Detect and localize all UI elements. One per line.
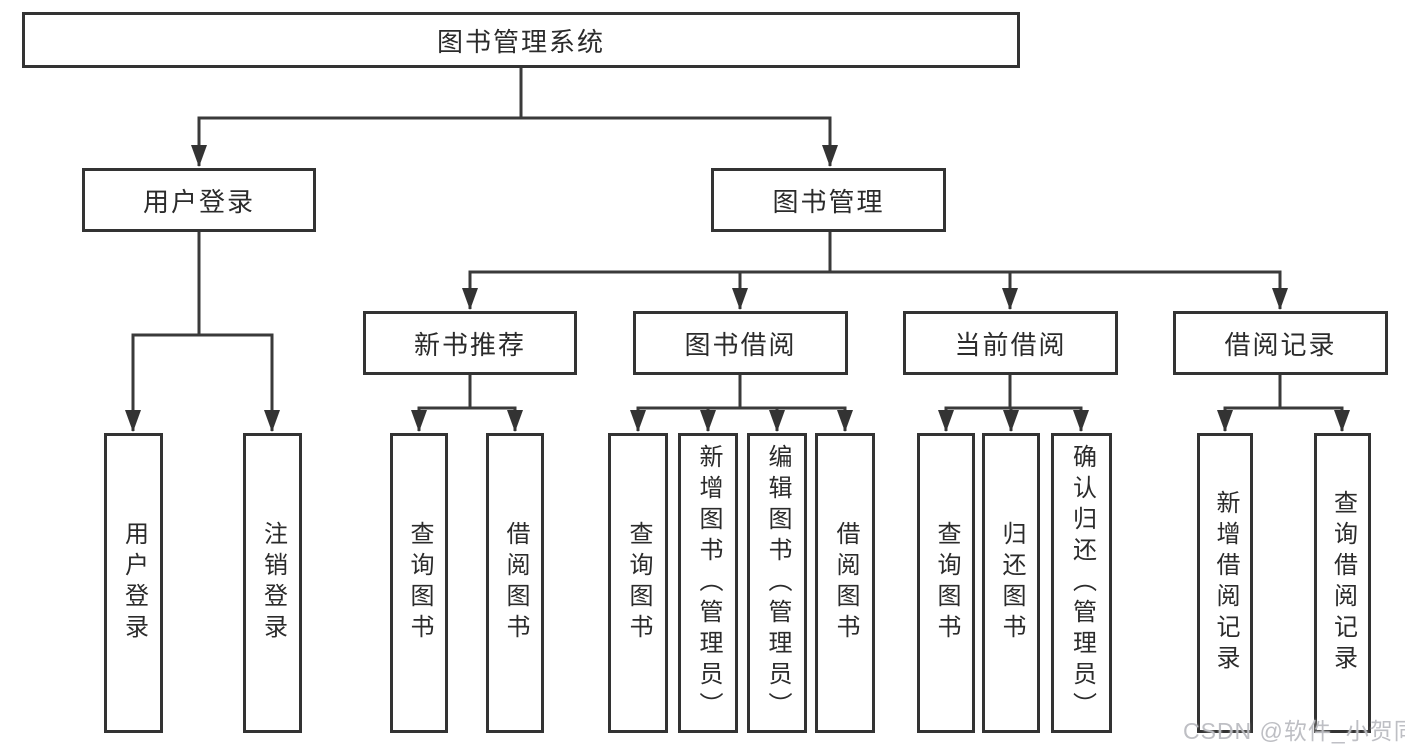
leaf-label: 查询借阅记录	[1329, 490, 1357, 676]
leaf-add-books-admin: 新增图书（管理员）	[678, 433, 738, 733]
leaf-borrow-books: 借阅图书	[815, 433, 875, 733]
node-label: 用户登录	[142, 186, 255, 217]
leaf-label: 新增借阅记录	[1212, 490, 1239, 676]
leaf-query-borrow-record: 查询借阅记录	[1314, 433, 1371, 733]
leaf-query-books-current: 查询图书	[917, 433, 975, 733]
node-book-management-branch: 图书管理	[711, 168, 946, 232]
edge-borrow-leaf4	[738, 375, 853, 432]
edge-records-leaf2	[1278, 375, 1350, 432]
edge-recommend-leaf1	[411, 375, 472, 432]
leaf-label: 确认归还（管理员）	[1068, 443, 1096, 723]
leaf-label: 查询图书	[406, 521, 433, 645]
edge-userlogin-leaf1	[125, 232, 201, 432]
edge-current-leaf3	[1008, 375, 1089, 432]
leaf-user-login: 用户登录	[104, 433, 163, 733]
leaf-label: 查询图书	[625, 521, 652, 645]
edge-borrow-leaf3	[738, 375, 785, 432]
edge-root-userlogin	[191, 68, 523, 167]
node-borrow-records: 借阅记录	[1173, 311, 1388, 375]
node-label: 当前借阅	[954, 329, 1067, 360]
edge-userlogin-leaf2	[197, 232, 280, 432]
leaf-label: 新增图书（管理员）	[695, 443, 722, 723]
leaf-query-books-borrow: 查询图书	[608, 433, 668, 733]
csdn-watermark: CSDN @软件_小贺同学	[1183, 718, 1405, 744]
leaf-label: 借阅图书	[832, 521, 859, 645]
node-current-borrow: 当前借阅	[903, 311, 1118, 375]
node-user-login-branch: 用户登录	[82, 168, 316, 232]
edge-root-bookmgmt	[519, 68, 838, 167]
node-label: 图书管理	[772, 186, 885, 217]
leaf-query-books-recommend: 查询图书	[390, 433, 448, 733]
leaf-add-borrow-record: 新增借阅记录	[1197, 433, 1253, 733]
edge-borrow-leaf1	[630, 375, 742, 432]
edge-recommend-leaf2	[468, 375, 523, 432]
edge-bookmgmt-records	[828, 232, 1288, 310]
edge-borrow-leaf2	[700, 375, 742, 432]
node-book-borrow: 图书借阅	[633, 311, 848, 375]
leaf-return-books: 归还图书	[982, 433, 1040, 733]
node-label: 借阅记录	[1224, 329, 1337, 360]
edge-records-leaf1	[1217, 375, 1282, 432]
node-label: 图书借阅	[684, 329, 797, 360]
node-label: 图书管理系统	[436, 26, 605, 57]
leaf-logout: 注销登录	[243, 433, 302, 733]
edge-bookmgmt-borrow	[732, 232, 832, 310]
leaf-label: 归还图书	[998, 521, 1025, 645]
node-new-book-recommend: 新书推荐	[363, 311, 577, 375]
node-root-library-system: 图书管理系统	[22, 12, 1020, 68]
leaf-label: 用户登录	[120, 521, 148, 645]
leaf-label: 查询图书	[933, 521, 960, 645]
node-label: 新书推荐	[413, 329, 526, 360]
leaf-edit-books-admin: 编辑图书（管理员）	[747, 433, 807, 733]
leaf-label: 注销登录	[259, 521, 287, 645]
leaf-borrow-books-recommend: 借阅图书	[486, 433, 544, 733]
leaf-label: 借阅图书	[502, 521, 529, 645]
edge-current-leaf1	[938, 375, 1012, 432]
leaf-label: 编辑图书（管理员）	[764, 443, 791, 723]
leaf-confirm-return-admin: 确认归还（管理员）	[1051, 433, 1112, 733]
